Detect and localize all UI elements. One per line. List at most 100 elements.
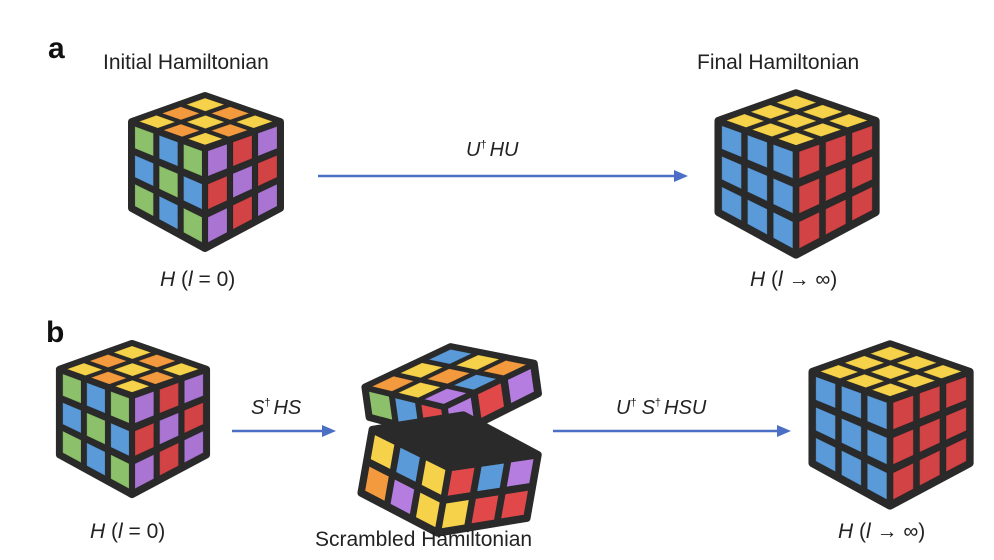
scr-lower-l2-tile [416,492,440,528]
operator-base: U [466,139,481,161]
right-face-tile [919,417,941,453]
right-face-shade [134,423,154,456]
right-face-tile [798,211,820,250]
right-face-tile [183,373,204,404]
left-face-tile [841,417,862,453]
right-face-tile [207,207,228,243]
right-face-shade [919,386,940,419]
transform-arrow-a [318,170,688,182]
scr-lower-r1-tile [447,467,475,496]
right-face-shade [258,126,277,157]
right-face-shade [893,463,914,500]
left-face-tile [62,430,82,464]
left-face-tile [134,183,154,217]
right-face-shade [233,165,252,198]
right-face-tile [945,437,967,473]
right-face-shade [946,376,967,409]
initial-hamiltonian-title: Initial Hamiltonian [103,51,269,74]
right-face-tile [851,125,873,158]
right-face-shade [799,212,820,249]
right-face-tile [851,186,873,222]
right-face-shade [893,395,914,430]
right-face-tile [919,385,941,420]
scr-top-tile [426,368,471,385]
top-face-tile [210,106,250,121]
right-face-shade [208,144,227,177]
right-face-shade [184,431,204,463]
left-face-tile [747,199,768,236]
left-face-tile [62,402,82,434]
transform-arrow-b2 [553,425,791,437]
left-face-tile [747,166,768,202]
right-face-tile [207,175,228,210]
dagger-symbol: † [480,139,487,151]
top-face-tile [113,345,152,360]
right-face-shade [825,167,846,202]
right-face-shade [258,155,277,187]
right-face-shade [208,208,227,243]
right-face-tile [183,430,204,464]
left-face-tile [134,126,154,157]
transform-arrow-b1 [232,425,336,437]
final-label-a: H (l → ∞) [750,268,838,291]
panel-letter-b: b [46,316,65,349]
scr-lower-l1-tile [421,460,446,495]
right-face-shade [825,199,846,235]
scr-lower-r2-tile [501,490,528,519]
scr-lower-r1-tile [477,463,504,492]
top-face-tile [186,114,225,130]
right-face-shade [134,391,154,424]
top-face-tile [776,113,817,129]
right-face-tile [159,382,179,414]
scr-lower-l1-tile [370,435,395,469]
right-face-shade [893,429,914,465]
right-face-tile [798,177,820,214]
initial-cube-b [55,339,211,499]
final-hamiltonian-title: Final Hamiltonian [697,51,860,74]
top-face-tile [869,346,911,362]
right-face-shade [946,437,967,472]
right-face-tile [892,428,914,465]
top-face-tile [186,97,225,112]
top-face-tile [161,106,201,121]
final-cube-b [808,340,974,510]
right-face-tile [825,134,847,169]
scr-top-tile [428,348,473,365]
right-face-shade [184,374,204,404]
right-face-tile [945,406,967,441]
right-face-shade [825,135,846,168]
right-face-tile [945,376,967,409]
right-face-tile [919,450,941,487]
top-face-tile [775,95,817,111]
top-face-tile [844,355,885,371]
top-face-tile [870,364,911,380]
right-face-shade [852,186,873,221]
right-face-shade [799,178,820,214]
right-face-shade [159,382,179,414]
right-face-shade [208,176,227,210]
right-face-shade [233,196,252,230]
right-face-shade [919,418,940,453]
initial-cube-a [128,92,284,252]
top-face-tile [113,362,152,377]
right-face-tile [159,412,179,445]
right-face-tile [892,394,914,430]
left-face-tile [158,165,179,199]
initial-label-b: H (l = 0) [90,520,166,543]
scr-lower-r2-tile [441,499,469,529]
left-face-tile [721,186,742,222]
right-face-tile [159,442,179,477]
right-face-shade [159,442,179,476]
right-face-shade [852,125,873,158]
top-face-tile [89,354,128,369]
scr-lower-r1-tile [506,459,534,487]
top-face-tile [802,104,844,120]
left-face-tile [721,125,742,158]
right-face-shade [852,156,873,189]
left-face-tile [841,450,862,487]
operator-udagger-hu: U†HU [466,139,518,162]
left-face-tile [158,195,179,230]
scr-upper-right-tile [477,383,504,418]
right-face-shade [233,135,252,167]
left-face-tile [158,134,179,167]
